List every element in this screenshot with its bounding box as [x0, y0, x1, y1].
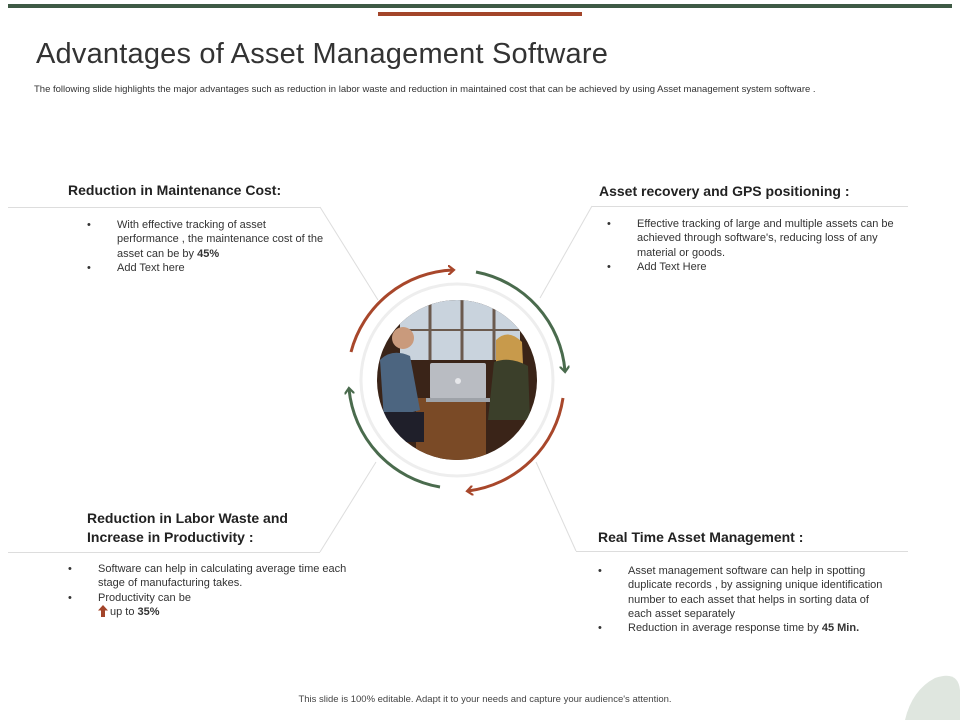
- heading-asset-recovery: Asset recovery and GPS positioning :: [599, 183, 850, 199]
- bullet: •: [68, 591, 72, 604]
- heading-maintenance-cost: Reduction in Maintenance Cost:: [68, 182, 282, 198]
- divider: [576, 551, 908, 552]
- bullet: •: [87, 219, 91, 231]
- list-labor-waste: •Software can help in calculating averag…: [68, 562, 358, 619]
- list-item: •Effective tracking of large and multipl…: [607, 218, 894, 259]
- list-item: •With effective tracking of asset perfor…: [87, 219, 324, 260]
- cycle-arrow-icon: [475, 270, 565, 371]
- list-item: •Asset management software can help in s…: [598, 565, 883, 620]
- list-real-time: •Asset management software can help in s…: [598, 564, 886, 635]
- cycle-arrow-icon: [468, 397, 565, 491]
- people-meeting-photo: [377, 300, 537, 460]
- connector-line: [319, 461, 377, 553]
- list-asset-recovery: •Effective tracking of large and multipl…: [607, 217, 897, 274]
- divider: [8, 207, 320, 208]
- slide-subtitle: The following slide highlights the major…: [34, 84, 816, 95]
- cycle-arrow-icon: [349, 270, 453, 353]
- list-item: •Productivity can be up to 35%: [68, 591, 191, 618]
- list-item: •Add Text Here: [607, 260, 707, 273]
- bullet: •: [607, 260, 611, 273]
- top-accent-bar: [378, 12, 582, 16]
- corner-decoration: [905, 675, 960, 720]
- divider: [8, 552, 320, 553]
- divider: [592, 206, 908, 207]
- heading-real-time: Real Time Asset Management :: [598, 529, 804, 545]
- bullet: •: [68, 563, 72, 575]
- slide-title: Advantages of Asset Management Software: [36, 38, 609, 70]
- list-item: •Add Text here: [87, 261, 185, 274]
- heading-labor-waste: Reduction in Labor Waste and Increase in…: [87, 510, 288, 545]
- footer-note: This slide is 100% editable. Adapt it to…: [298, 694, 672, 705]
- list-item: •Software can help in calculating averag…: [68, 563, 347, 590]
- top-green-bar: [8, 4, 952, 8]
- connector-line: [319, 206, 379, 301]
- bullet: •: [87, 261, 91, 274]
- connector-line: [539, 205, 593, 299]
- connector-line: [535, 461, 577, 552]
- cycle-arrow-icon: [349, 389, 441, 489]
- up-arrow-icon: [98, 604, 108, 617]
- list-maintenance-cost: •With effective tracking of asset perfor…: [87, 218, 327, 275]
- bullet: •: [607, 218, 611, 230]
- bullet: •: [598, 565, 602, 577]
- bullet: •: [598, 622, 602, 635]
- list-item: • Reduction in average response time by …: [598, 622, 860, 635]
